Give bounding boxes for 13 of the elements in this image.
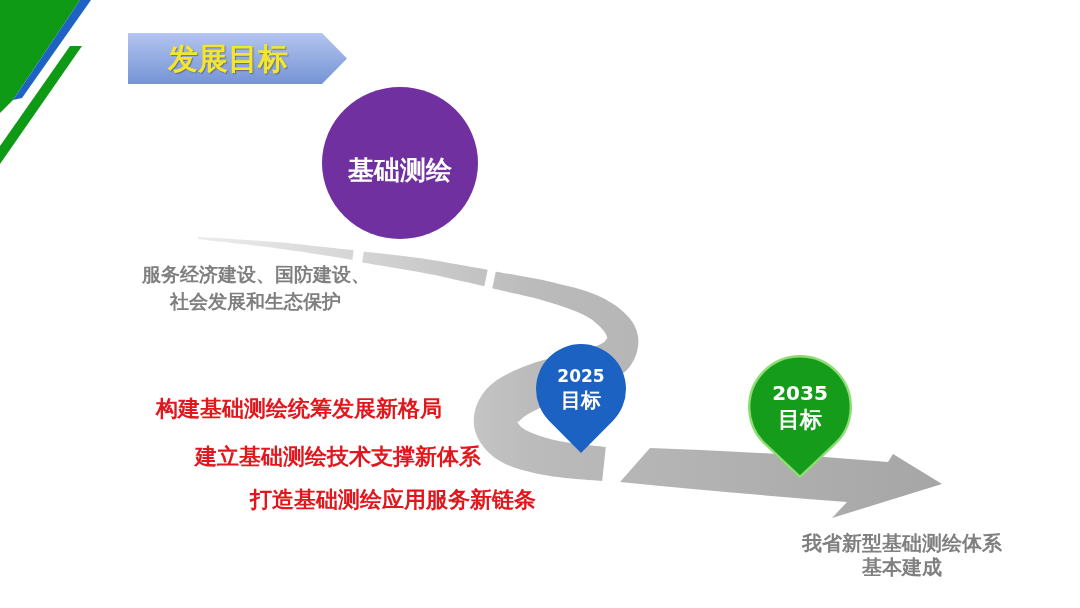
map-pin: [748, 355, 852, 478]
description-text: 服务经济建设、国防建设、社会发展和生态保护: [140, 262, 371, 314]
target-label: 目标: [777, 406, 823, 434]
goal-text: 建立基础测绘技术支撑新体系: [195, 443, 481, 471]
target-label: 目标: [560, 387, 602, 413]
year-label: 2035: [771, 380, 829, 406]
title-banner: 发展目标: [128, 33, 347, 84]
outcome-text: 我省新型基础测绘体系基本建成: [800, 531, 1003, 579]
year-label: 2025: [556, 365, 606, 387]
topic-circle: 基础测绘: [322, 87, 478, 239]
goal-text: 构建基础测绘统筹发展新格局: [156, 395, 442, 423]
map-pin: [536, 344, 626, 453]
goal-text: 打造基础测绘应用服务新链条: [250, 486, 536, 514]
